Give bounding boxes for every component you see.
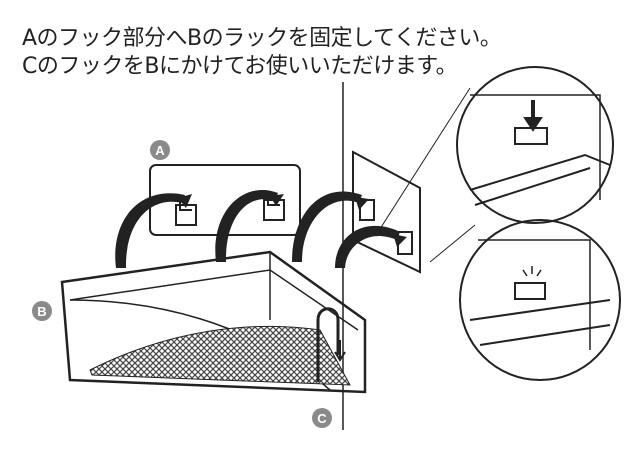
hook-c bbox=[316, 307, 340, 382]
detail-circle-upper bbox=[456, 66, 614, 224]
instruction-line-1: Aのフック部分へBのラックを固定してください。 bbox=[22, 26, 502, 51]
detail-circle-lower bbox=[459, 219, 621, 381]
label-c: C bbox=[317, 411, 327, 426]
corner-rack-b bbox=[60, 250, 367, 394]
label-a-badge bbox=[150, 140, 170, 160]
adhesive-plate-side bbox=[352, 150, 421, 274]
label-c-badge bbox=[312, 408, 332, 428]
label-b: B bbox=[37, 304, 46, 319]
label-a: A bbox=[155, 143, 165, 158]
curved-arrows bbox=[115, 189, 407, 268]
label-b-badge bbox=[32, 301, 52, 321]
instruction-line-2: CのフックをBにかけてお使いいただけます。 bbox=[22, 54, 458, 79]
